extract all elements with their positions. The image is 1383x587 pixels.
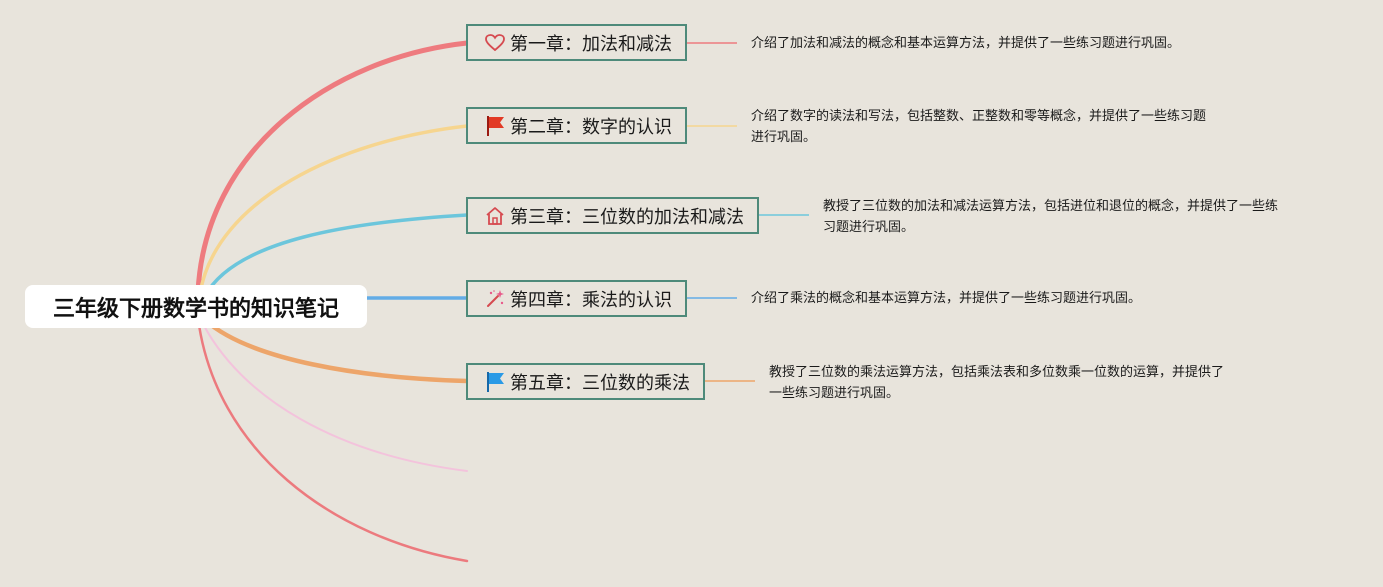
- chapter-5-description: 教授了三位数的乘法运算方法，包括乘法表和多位数乘一位数的运算，并提供了 一些练习…: [769, 362, 1224, 404]
- root-topic[interactable]: 三年级下册数学书的知识笔记: [25, 285, 367, 328]
- chapter-1-title: 第一章：加法和减法: [510, 33, 672, 55]
- chapter-3-description-line: 教授了三位数的加法和减法运算方法，包括进位和退位的概念，并提供了一些练: [823, 199, 1279, 214]
- magic-wand-icon: [484, 288, 506, 310]
- chapter-2-description-line: 进行巩固。: [751, 130, 817, 145]
- chapter-2-description: 介绍了数字的读法和写法，包括整数、正整数和零等概念，并提供了一些练习题 进行巩固…: [751, 106, 1206, 148]
- red-flag-icon: [484, 115, 506, 137]
- chapter-5-description-line: 一些练习题进行巩固。: [769, 386, 900, 401]
- branch-line-chapter-3: [203, 213, 469, 298]
- root-topic-title: 三年级下册数学书的知识笔记: [52, 296, 339, 322]
- chapter-3-title: 第三章：三位数的加法和减法: [510, 206, 744, 228]
- chapter-4-description: 介绍了乘法的概念和基本运算方法，并提供了一些练习题进行巩固。: [751, 288, 1141, 309]
- heart-icon: [484, 32, 506, 54]
- branch-line-chapter-2: [198, 124, 469, 296]
- branch-line-extra-1: [199, 317, 468, 472]
- chapter-5-title: 第五章：三位数的乘法: [510, 372, 690, 394]
- chapter-3-description: 教授了三位数的加法和减法运算方法，包括进位和退位的概念，并提供了一些练 习题进行…: [823, 196, 1278, 238]
- branch-line-chapter-1: [195, 40, 470, 295]
- branch-line-chapter-5: [202, 317, 470, 384]
- blue-flag-icon: [484, 371, 506, 393]
- chapter-4-topic[interactable]: 第四章：乘法的认识: [466, 280, 687, 317]
- chapter-5-topic[interactable]: 第五章：三位数的乘法: [466, 363, 705, 400]
- chapter-2-title: 第二章：数字的认识: [510, 116, 672, 138]
- chapter-1-description-line: 介绍了加法和减法的概念和基本运算方法，并提供了一些练习题进行巩固。: [751, 36, 1181, 51]
- chapter-3-description-line: 习题进行巩固。: [823, 220, 915, 235]
- chapter-4-description-line: 介绍了乘法的概念和基本运算方法，并提供了一些练习题进行巩固。: [751, 291, 1142, 306]
- chapter-5-description-line: 教授了三位数的乘法运算方法，包括乘法表和多位数乘一位数的运算，并提供了: [769, 365, 1225, 380]
- house-icon: [484, 205, 506, 227]
- chapter-2-description-line: 介绍了数字的读法和写法，包括整数、正整数和零等概念，并提供了一些练习题: [751, 109, 1207, 124]
- chapter-2-topic[interactable]: 第二章：数字的认识: [466, 107, 687, 144]
- chapter-1-description: 介绍了加法和减法的概念和基本运算方法，并提供了一些练习题进行巩固。: [751, 33, 1180, 54]
- chapter-1-topic[interactable]: 第一章：加法和减法: [466, 24, 687, 61]
- branch-line-extra-2: [196, 316, 469, 563]
- chapter-4-title: 第四章：乘法的认识: [510, 289, 672, 311]
- chapter-3-topic[interactable]: 第三章：三位数的加法和减法: [466, 197, 759, 234]
